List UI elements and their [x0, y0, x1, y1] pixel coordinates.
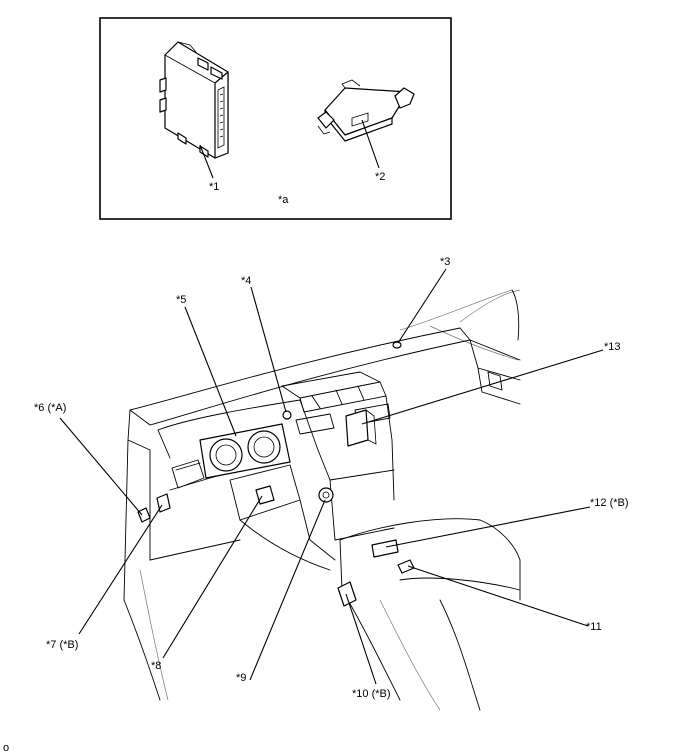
callout-4: *4 [241, 275, 251, 287]
callout-9: *9 [236, 672, 246, 684]
leader-lines [59, 268, 604, 685]
box-12-icon [371, 539, 399, 558]
callout-5: *5 [176, 294, 186, 306]
combination-meter-icon [199, 423, 291, 479]
inset-box: *1 *2 *a [99, 17, 452, 220]
dashboard-illustration [123, 289, 521, 711]
callout-6: *6 (*A) [34, 402, 66, 414]
inset-label: *a [278, 194, 289, 206]
callout-1: *1 [209, 181, 219, 193]
speaker-icon [282, 410, 292, 420]
module-13-icon [345, 409, 377, 447]
callout-11: *11 [586, 621, 602, 633]
corner-mark: o [3, 742, 9, 754]
connector-11-icon [397, 559, 415, 574]
dash-sensor-icon [392, 341, 402, 349]
receiver-module-icon [317, 79, 415, 142]
callout-8: *8 [151, 660, 161, 672]
connector-6-icon [137, 507, 151, 523]
callout-7: *7 (*B) [46, 639, 78, 651]
ignition-switch-icon [318, 487, 334, 503]
callout-12: *12 (*B) [590, 497, 629, 509]
callout-10: *10 (*B) [352, 688, 391, 700]
callout-2: *2 [375, 171, 385, 183]
callout-13: *13 [604, 341, 621, 353]
module-10-icon [337, 581, 357, 607]
callout-3: *3 [440, 256, 450, 268]
ecu-module-icon [159, 41, 229, 159]
